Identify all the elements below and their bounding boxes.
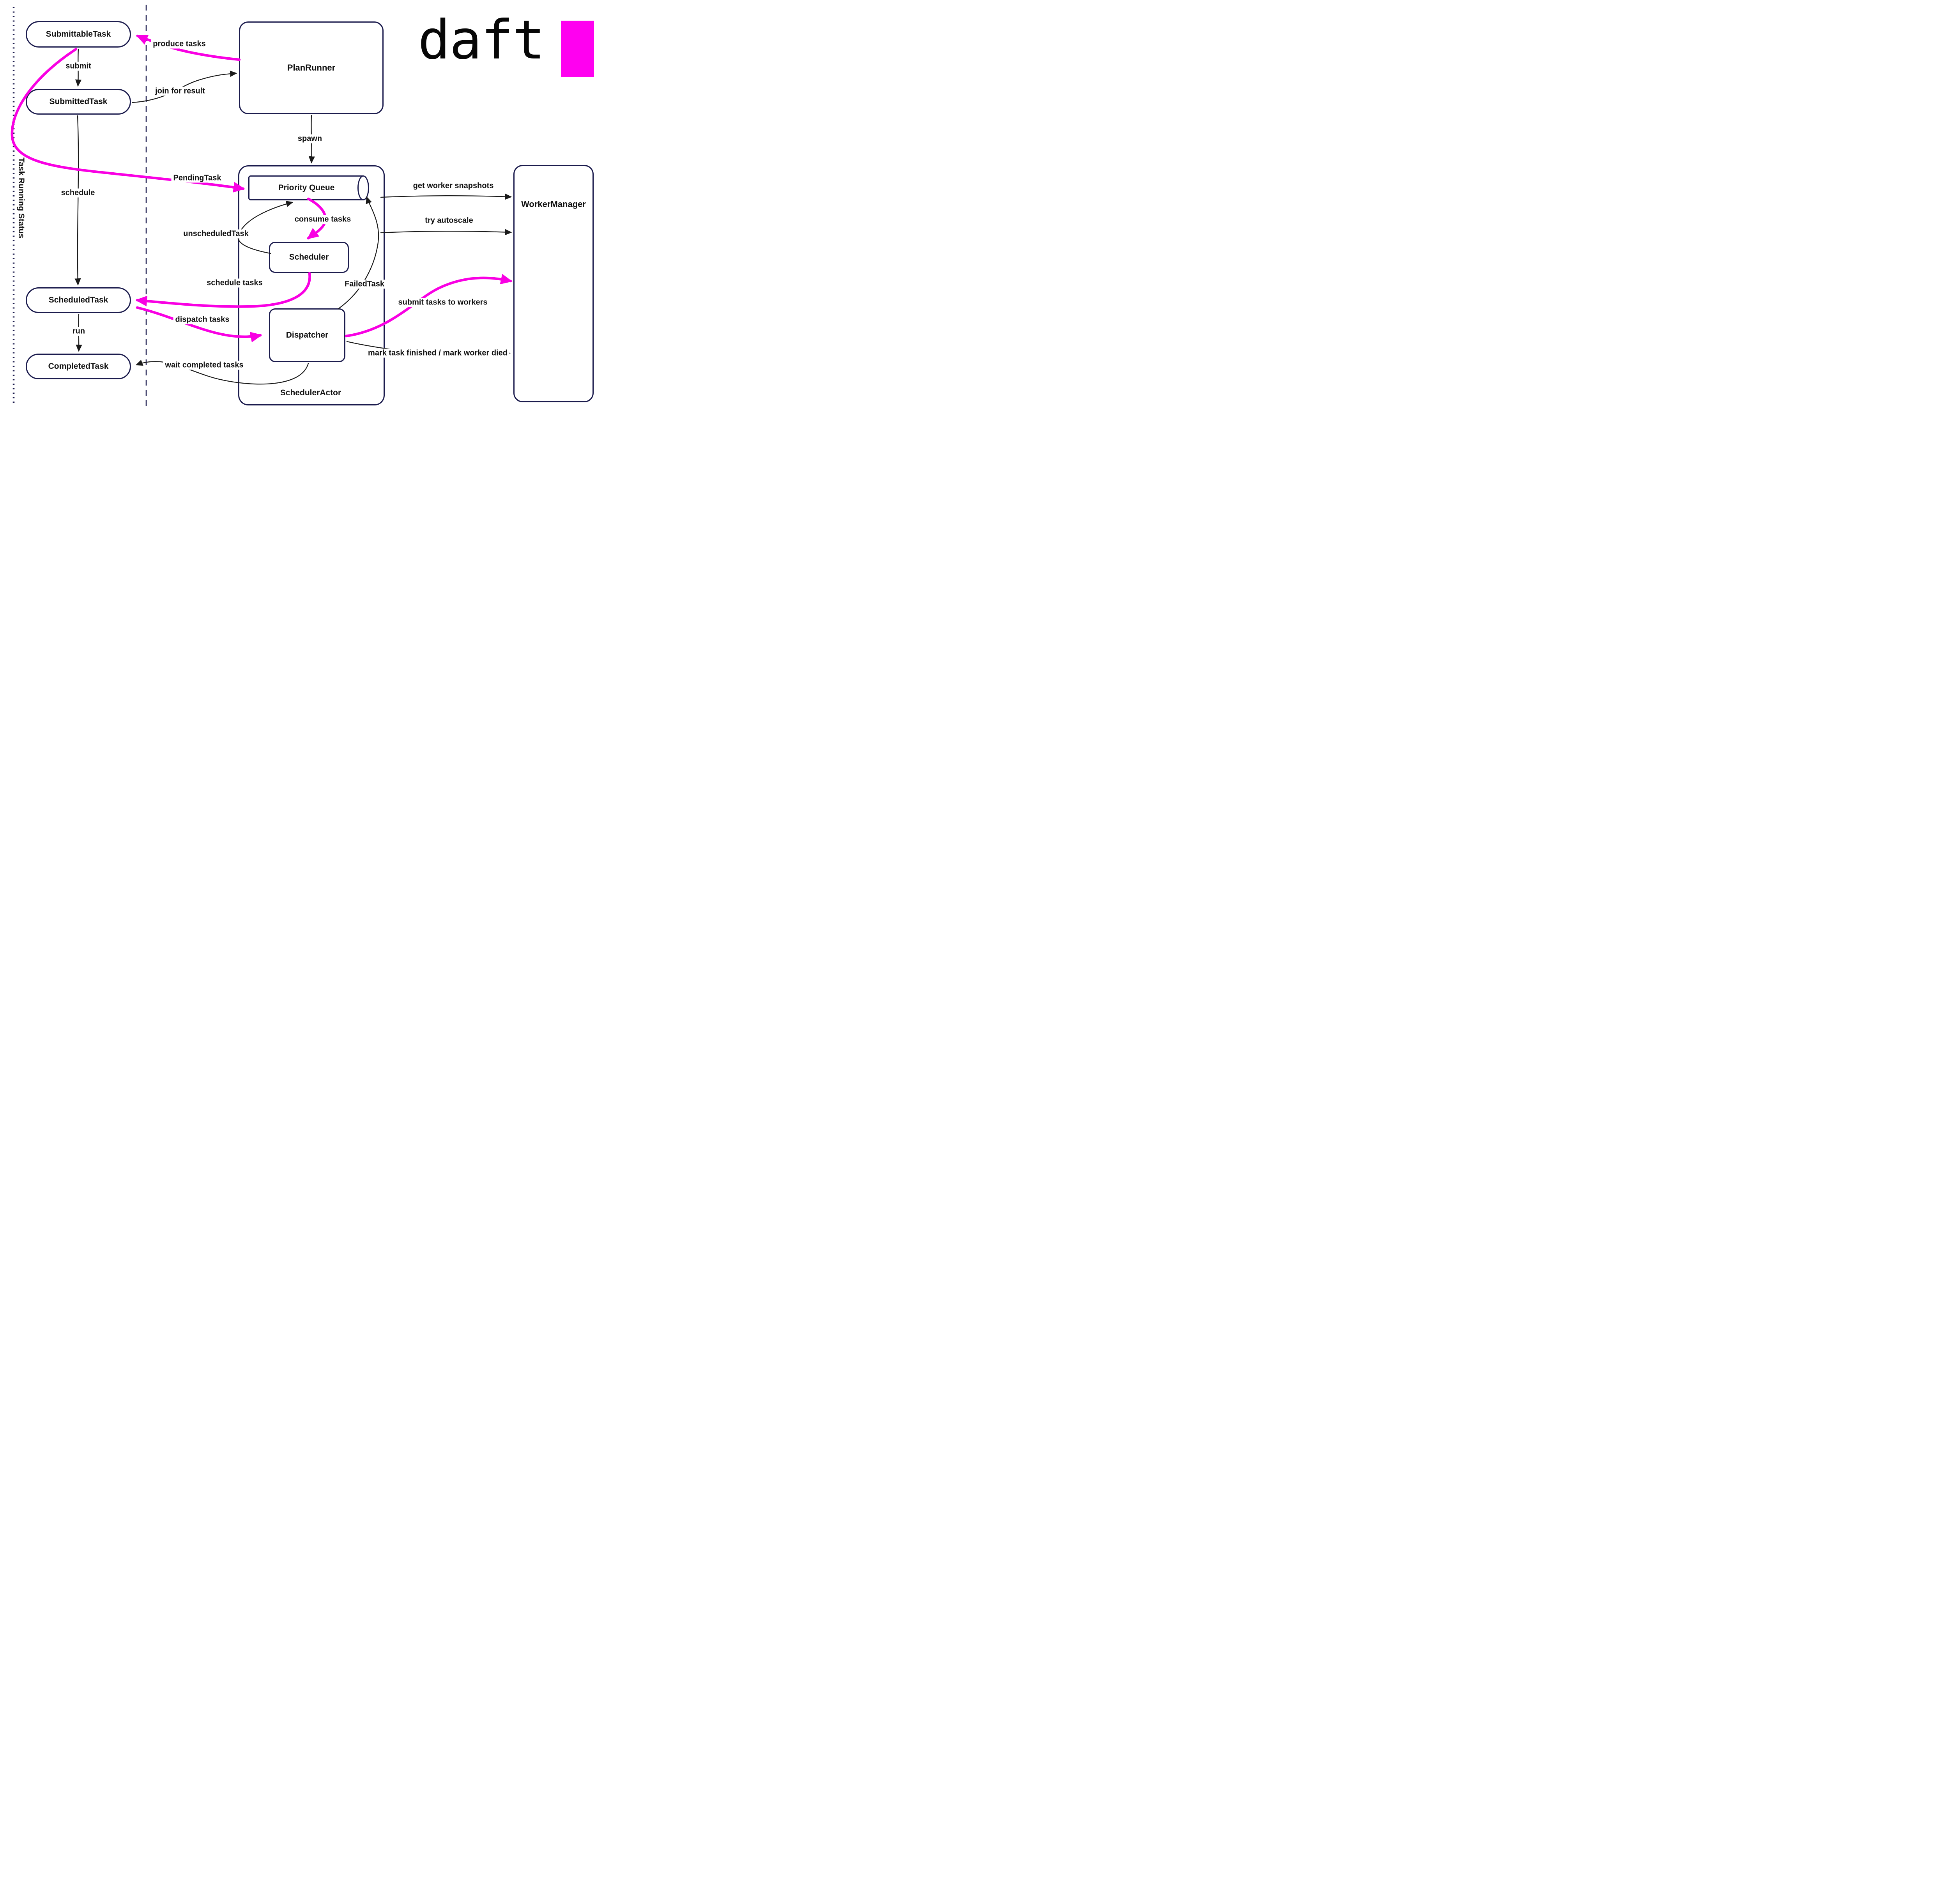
node-plan-runner: PlanRunner	[239, 21, 384, 114]
daft-logo-accent-block	[561, 21, 594, 77]
label-produce-tasks: produce tasks	[151, 39, 208, 49]
edge-get-worker-snapshots	[380, 193, 512, 200]
label-unscheduled-task: unscheduledTask	[181, 229, 251, 239]
node-plan-runner-label: PlanRunner	[287, 63, 336, 73]
label-join-for-result: join for result	[153, 87, 207, 96]
label-try-autoscale: try autoscale	[423, 216, 475, 225]
node-priority-queue: Priority Queue	[248, 175, 363, 200]
node-completed-task-label: CompletedTask	[48, 362, 109, 371]
node-dispatcher: Dispatcher	[269, 308, 345, 362]
node-worker-manager-label: WorkerManager	[521, 199, 586, 209]
diagram-canvas: SchedulerActor	[0, 0, 602, 406]
node-dispatcher-label: Dispatcher	[286, 331, 329, 340]
node-scheduled-task: ScheduledTask	[26, 287, 131, 313]
node-scheduled-task-label: ScheduledTask	[48, 296, 108, 304]
label-dispatch-tasks: dispatch tasks	[173, 315, 232, 324]
label-submit-tasks-to-workers: submit tasks to workers	[396, 298, 490, 307]
task-running-status-label: Task Running Status	[17, 157, 26, 239]
daft-logo-text: daft	[418, 9, 545, 71]
edge-try-autoscale	[380, 229, 512, 235]
node-submittable-task-label: SubmittableTask	[46, 30, 111, 39]
node-submitted-task-label: SubmittedTask	[49, 97, 108, 106]
node-scheduler-label: Scheduler	[289, 253, 329, 262]
label-spawn: spawn	[295, 134, 324, 143]
priority-queue-cap	[357, 175, 369, 200]
label-mark-task-finished: mark task finished / mark worker died	[366, 349, 509, 358]
label-run: run	[70, 327, 87, 336]
edge-pending-task	[11, 48, 245, 193]
label-wait-completed-tasks: wait completed tasks	[163, 361, 246, 370]
node-completed-task: CompletedTask	[26, 354, 131, 379]
node-worker-manager: WorkerManager	[513, 165, 594, 402]
label-consume-tasks: consume tasks	[292, 215, 353, 224]
scheduler-actor-label: SchedulerActor	[280, 388, 341, 397]
label-submit: submit	[64, 62, 93, 71]
label-pending-task: PendingTask	[171, 173, 223, 183]
label-schedule-tasks: schedule tasks	[205, 278, 265, 288]
node-submittable-task: SubmittableTask	[26, 21, 131, 48]
node-submitted-task: SubmittedTask	[26, 89, 131, 115]
label-schedule: schedule	[59, 188, 97, 198]
node-priority-queue-label: Priority Queue	[278, 183, 335, 192]
label-failed-task: FailedTask	[343, 280, 386, 289]
node-scheduler: Scheduler	[269, 242, 349, 273]
label-get-worker-snapshots: get worker snapshots	[411, 181, 496, 191]
